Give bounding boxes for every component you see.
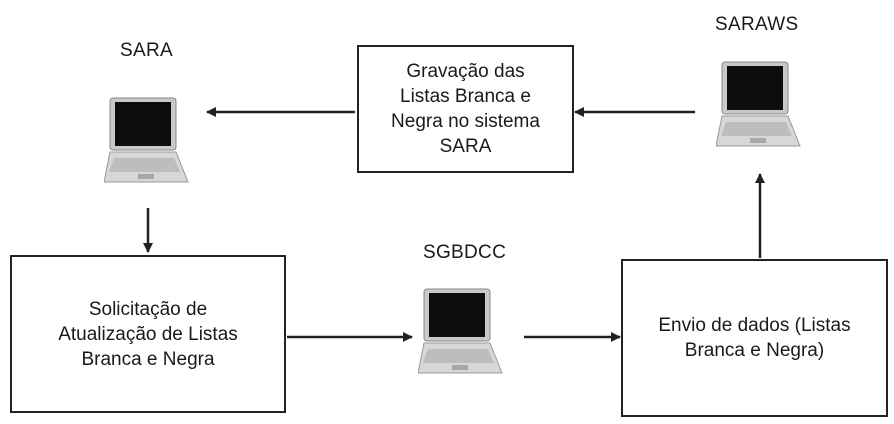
solicitacao-line: Atualização de Listas [58,323,238,345]
laptop-icon [104,97,189,183]
sara-label: SARA [120,40,173,61]
gravacao-line: Negra no sistema [391,111,540,132]
sgbdcc-label: SGBDCC [423,242,507,263]
gravacao-box: Gravação das Listas Branca e Negra no si… [357,45,574,173]
gravacao-line: Listas Branca e [400,86,531,107]
laptop-icon [716,61,801,147]
saraws-label: SARAWS [715,14,799,35]
solicitacao-box: Solicitação de Atualização de Listas Bra… [10,255,286,413]
envio-line: Envio de dados (Listas [658,315,851,336]
gravacao-line: SARA [439,136,492,157]
laptop-icon [418,288,503,374]
solicitacao-text: Solicitação de Atualização de Listas Bra… [58,297,238,372]
solicitacao-line: Branca e Negra [81,348,215,370]
gravacao-line: Gravação das [406,61,525,82]
envio-text: Envio de dados (Listas Branca e Negra) [658,313,850,363]
envio-box: Envio de dados (Listas Branca e Negra) [621,259,888,417]
envio-line: Branca e Negra) [684,340,825,361]
gravacao-text: Gravação das Listas Branca e Negra no si… [391,59,540,159]
solicitacao-line: Solicitação de [88,298,208,320]
